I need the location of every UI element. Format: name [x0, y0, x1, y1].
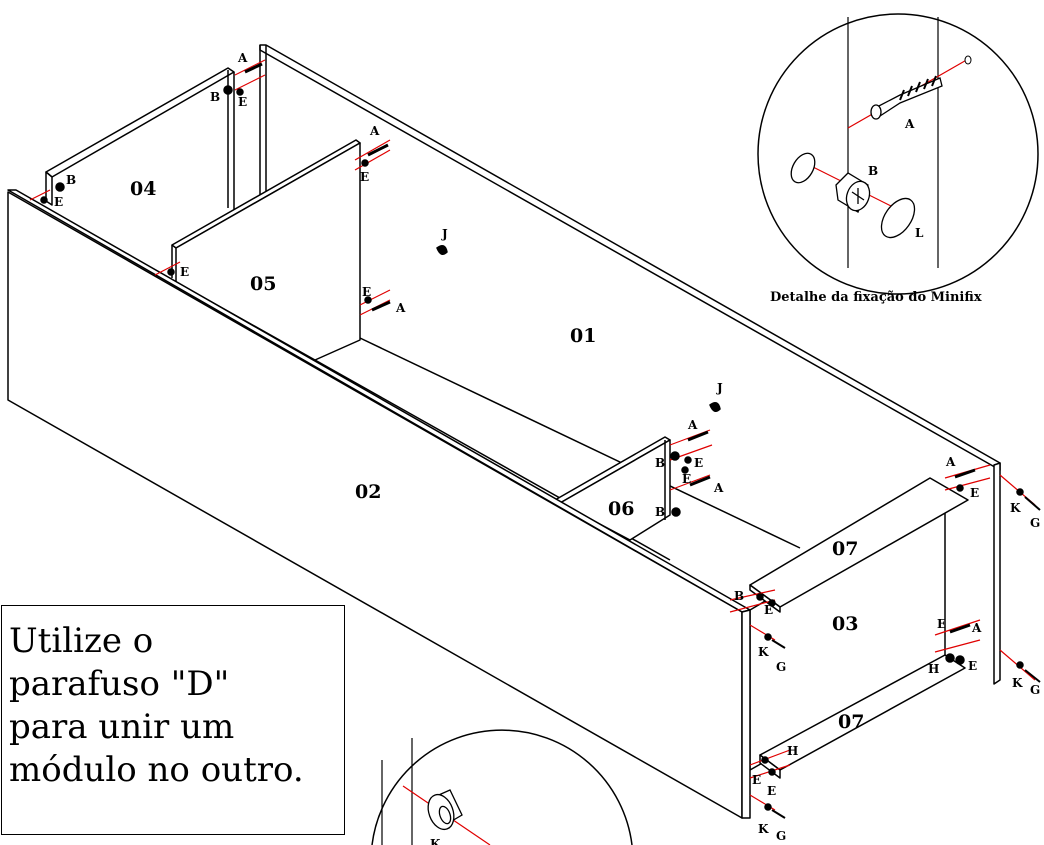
- panel-label-03: 03: [832, 613, 858, 635]
- callout-label: E: [970, 486, 979, 500]
- callout-label: E: [180, 265, 189, 279]
- callout-label: A: [369, 124, 380, 138]
- callout-label: B: [655, 505, 665, 519]
- panel-label-01: 01: [570, 325, 596, 347]
- panel-label-04: 04: [130, 178, 156, 200]
- callout-label: E: [682, 472, 691, 486]
- callout-label: E: [54, 195, 63, 209]
- panel-label-02: 02: [355, 481, 381, 503]
- callout-label: E: [764, 603, 773, 617]
- callout-label: E: [694, 456, 703, 470]
- callout-label: A: [237, 51, 248, 65]
- panel-05-face: [175, 142, 361, 361]
- panel-label-06: 06: [608, 498, 634, 520]
- detail-label-b: B: [868, 164, 878, 178]
- callout-label: E: [937, 617, 946, 631]
- detail-label-l: L: [915, 226, 924, 240]
- detail-label-k: K: [430, 837, 441, 845]
- note-line: módulo no outro.: [9, 750, 304, 790]
- callout-label: E: [360, 170, 369, 184]
- callout-label: K: [758, 645, 769, 659]
- panel-label-07-bottom: 07: [838, 711, 864, 733]
- callout-label: B: [734, 589, 744, 603]
- callout-label: A: [395, 301, 406, 315]
- callout-label: G: [776, 660, 786, 674]
- callout-label: A: [945, 455, 956, 469]
- callout-label: J: [716, 381, 723, 395]
- callout-label: A: [687, 418, 698, 432]
- panel-04: [45, 67, 235, 178]
- callout-label: K: [758, 822, 769, 836]
- callout-label: K: [1010, 501, 1021, 515]
- callout-label: E: [238, 95, 247, 109]
- callout-label: B: [655, 456, 665, 470]
- callout-label: E: [767, 784, 776, 798]
- callout-label: B: [210, 90, 220, 104]
- detail-label-a: A: [904, 117, 915, 131]
- note-line: Utilize o: [9, 621, 154, 661]
- panel-03-side: [741, 609, 751, 819]
- panel-label-07-top: 07: [832, 538, 858, 560]
- floor-line: [359, 337, 801, 549]
- instruction-note: Utilize o parafuso "D" para unir um módu…: [1, 605, 345, 835]
- callout-label: A: [971, 621, 982, 635]
- panel-03-right: [993, 462, 1001, 685]
- panel-label-05: 05: [250, 273, 276, 295]
- callout-label: A: [713, 481, 724, 495]
- callout-label: H: [787, 744, 798, 758]
- callout-label: E: [968, 659, 977, 673]
- callout-label: K: [1012, 676, 1023, 690]
- callout-label: E: [752, 773, 761, 787]
- callout-label: G: [1030, 516, 1040, 530]
- callout-label: H: [928, 662, 939, 676]
- minifix-detail: A B L: [757, 13, 1039, 295]
- callout-label: B: [66, 173, 76, 187]
- note-line: parafuso "D": [9, 664, 230, 704]
- dowel-detail: K: [371, 729, 633, 845]
- callout-label: E: [362, 285, 371, 299]
- callout-label: J: [441, 227, 448, 241]
- callout-label: G: [1030, 683, 1040, 697]
- note-line: para unir um: [9, 707, 235, 747]
- detail-caption: Detalhe da fixação do Minifix: [770, 290, 982, 305]
- callout-label: G: [776, 829, 786, 843]
